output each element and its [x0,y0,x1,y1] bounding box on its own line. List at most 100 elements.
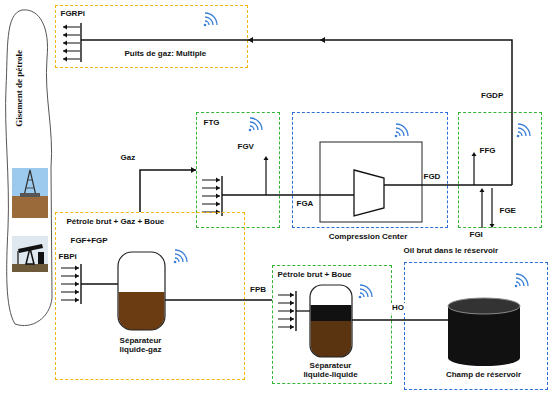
gas-liquid-zone: Pétrole brut + Gaz + BoueFGF+FGPFBPiSépa… [55,212,245,380]
oil-field-outline [6,10,52,326]
wireless-icon [360,289,368,297]
stream-label: FGDP [480,91,504,101]
arrow-head [248,37,253,43]
stream-label: FGI [470,230,483,240]
arrow-head [489,224,494,228]
gas-distribution-zone: FFGFGEFGI [458,112,542,228]
flow-line [458,184,512,186]
arrow-head [290,308,294,313]
derrick [24,170,36,196]
storage-tank [448,350,520,366]
ground [12,264,48,272]
zone-drawing [2,8,54,330]
flow-line [296,310,310,311]
arrow-head [471,152,476,156]
wireless-icon [250,118,262,130]
arrow-head [290,316,294,321]
gas-wells-zone: FGRPiPuits de gaz: Multiple [55,5,248,68]
flow-line [511,112,513,185]
zone-drawing [196,112,280,228]
flow-line [17,251,18,264]
stream-label: FPB [249,285,267,295]
arrow-head [290,324,294,329]
separator-vessel [310,285,352,357]
stream-label: Champ de réservoir [428,370,540,380]
flow-connector [448,185,458,186]
flow-connector [140,167,196,212]
separator-vessel [118,252,165,330]
stream-label: Oil brut dans le réservoir [404,246,499,256]
wireless-icon [358,295,361,298]
wireless-icon [360,285,372,297]
arrow-head [63,32,67,37]
flow-line [481,191,482,228]
flow-line [384,184,448,186]
flow-line [140,170,196,212]
stream-label: FGV [238,142,254,152]
arrow-head [290,292,294,297]
wireless-icon [394,134,397,137]
derrick-base [20,193,40,197]
stream-label: FGE [500,206,516,216]
wireless-icon [396,124,408,136]
wireless-icon [518,124,530,136]
arrow-head [63,40,67,45]
wireless-icon [203,23,206,26]
arrow-head [75,289,79,294]
wireless-icon [173,260,176,263]
flow-line [26,188,34,189]
stream-label: Compression Center [292,232,445,242]
stream-label: FFG [480,146,496,156]
stream-label: Pétrole brut + Gaz + Boue [67,217,165,227]
arrow-head [320,37,325,43]
arrow-head [75,297,79,302]
wireless-icon [516,274,528,286]
wireless-icon [175,250,187,262]
stream-label: FGRPi [61,9,85,19]
arrow-head [75,281,79,286]
mud-layer [310,321,351,357]
sky [12,236,48,272]
flow-line [448,184,458,186]
wireless-icon [396,128,404,136]
arrow-head [63,24,67,29]
stream-label: FGF+FGP [71,236,108,246]
compressor-symbol [354,170,384,216]
flow-line [165,299,245,301]
wireless-icon [250,122,258,130]
arrow-head [63,48,67,53]
stream-label: FBPi [59,252,77,262]
flow-line [404,319,448,321]
wireless-icon [175,254,183,262]
arrow-head [290,300,294,305]
wireless-icon [518,128,526,136]
sky [12,168,48,196]
flow-line [392,319,404,321]
stream-label: HO [391,303,405,313]
liquid-liquid-zone: Pétrole brut + BoueSéparateur liquide-li… [272,265,392,384]
oil-field: Gisement de pétrole [2,8,54,330]
arrow-head [263,156,268,160]
flow-connector [248,37,512,112]
pumpjack [38,252,44,264]
flow-line [221,176,222,216]
flow-line [280,194,292,196]
flow-line [81,283,118,284]
arrow-head [63,56,67,61]
flow-connector [245,300,272,301]
wireless-icon [205,13,217,25]
flow-line [81,39,248,41]
wireless-icon [248,128,251,131]
pumpjack [26,248,34,264]
stream-label: Séparateur liquide-liquide [295,361,367,380]
arrow-head [216,185,220,190]
flow-line [248,40,512,112]
compression-unit [320,142,422,222]
region-label: Gisement de pétrole [14,49,25,126]
separator-liquid [118,292,164,330]
gas-inlet-zone: FTGFGV [196,112,280,228]
wireless-icon [516,134,519,137]
stream-label: Gaz [120,153,137,163]
flow-line [222,194,280,196]
